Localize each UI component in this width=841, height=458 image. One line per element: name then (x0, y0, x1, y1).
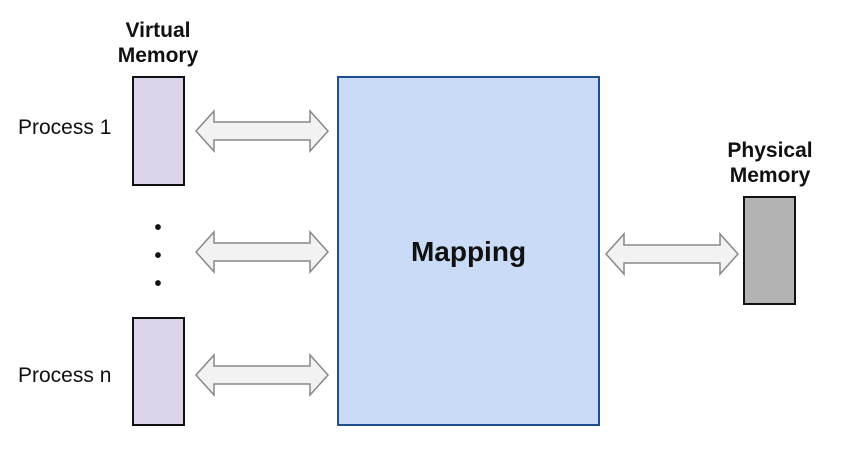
physical-memory-heading: Physical Memory (715, 138, 825, 188)
physical-memory-heading-line1: Physical (727, 139, 813, 162)
process-1-virtual-memory-box (132, 76, 185, 186)
process-1-label: Process 1 (18, 116, 112, 139)
process-n-mapping-arrow (194, 353, 330, 397)
process-n-label: Process n (18, 364, 112, 387)
process-1-mapping-arrow (194, 109, 330, 153)
virtual-memory-heading-line2: Memory (117, 44, 199, 67)
middle-process-mapping-arrow (194, 230, 330, 274)
vertical-ellipsis: • • • (154, 217, 162, 295)
mapping-label: Mapping (410, 236, 527, 267)
virtual-memory-heading-line1: Virtual (125, 19, 191, 42)
mapping-physical-arrow (604, 232, 740, 276)
physical-memory-heading-line2: Memory (729, 164, 811, 187)
process-n-virtual-memory-box (132, 317, 185, 426)
physical-memory-box (743, 196, 796, 305)
mapping-box (337, 76, 600, 426)
virtual-memory-heading: Virtual Memory (108, 18, 208, 68)
